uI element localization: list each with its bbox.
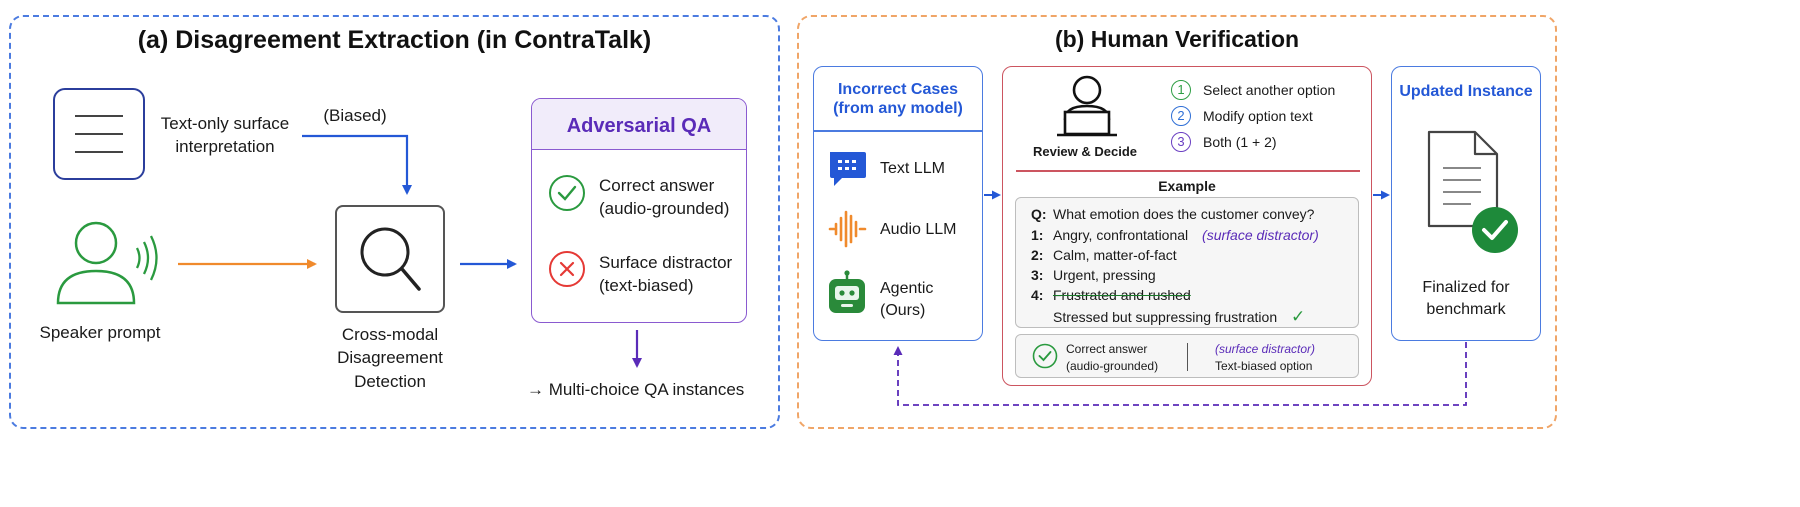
biased-label: (Biased) — [323, 106, 387, 125]
biased-arrow — [302, 134, 412, 195]
detector-box — [335, 205, 445, 313]
robot-icon — [829, 270, 865, 313]
option-text-2: Modify option text — [1203, 108, 1313, 124]
answer-1: 1:Angry, confrontational (surface distra… — [1031, 227, 1319, 243]
answer-2: 2:Calm, matter-of-fact — [1031, 247, 1177, 263]
answer-4-struck: Frustrated and rushed — [1053, 287, 1191, 303]
legend-box — [1015, 334, 1359, 378]
text-surface-label: Text-only surface interpretation — [160, 114, 290, 157]
legend-correct: Correct answer (audio-grounded) — [1066, 342, 1159, 374]
review-decide-label: Review & Decide — [1032, 144, 1138, 159]
example-question: Q:What emotion does the customer convey? — [1031, 206, 1315, 222]
speaker-label: Speaker prompt — [39, 323, 161, 342]
document-check-icon — [1427, 130, 1518, 253]
answer-4-replacement: Stressed but suppressing frustration ✓ — [1053, 307, 1306, 326]
replacement-check-icon: ✓ — [1291, 307, 1306, 326]
panel-b — [797, 15, 1557, 429]
option-num-2: 2 — [1171, 106, 1191, 126]
feedback-loop-arrow — [893, 342, 1467, 406]
detector-label: Cross-modal Disagreement Detection — [337, 325, 443, 391]
updated-instance-footer: Finalized for benchmark — [1422, 279, 1510, 319]
option-num-3: 3 — [1171, 132, 1191, 152]
updated-instance-title: Updated Instance — [1399, 83, 1533, 100]
legend-check-icon — [1032, 343, 1058, 369]
panel-a-title: (a) Disagreement Extraction (in ContraTa… — [137, 26, 652, 54]
surface-distractor-label: Surface distractor (text-biased) — [599, 253, 733, 296]
option-num-1: 1 — [1171, 80, 1191, 100]
example-title: Example — [1158, 178, 1216, 194]
adversarial-qa-header — [532, 99, 746, 150]
adversarial-qa-title: Adversarial QA — [566, 115, 712, 137]
model-agentic: Agentic (Ours) — [880, 280, 934, 320]
correct-answer-label: Correct answer (audio-grounded) — [599, 176, 730, 219]
review-divider — [1016, 170, 1360, 172]
magnifier-icon — [360, 227, 421, 291]
panel-b-title: (b) Human Verification — [1054, 26, 1300, 52]
incorrect-cases-title: Incorrect Cases (from any model) — [833, 81, 963, 118]
check-circle-icon — [549, 175, 585, 211]
example-box — [1015, 197, 1359, 328]
multichoice-output-label: → Multi-choice QA instances — [527, 380, 745, 399]
speaker-icon — [56, 221, 158, 305]
panel-a — [9, 15, 780, 429]
x-circle-icon — [549, 251, 585, 287]
option-text-3: Both (1 + 2) — [1203, 134, 1277, 150]
answer-4: 4:Frustrated and rushed — [1031, 287, 1191, 303]
model-audio-llm: Audio LLM — [880, 221, 957, 238]
option-text-1: Select another option — [1203, 82, 1336, 98]
model-text-llm: Text LLM — [880, 160, 945, 177]
legend-distractor: (surface distractor) Text-biased option — [1215, 342, 1316, 374]
waveform-icon — [828, 210, 867, 248]
answer-1-tag: (surface distractor) — [1202, 227, 1319, 243]
text-document-icon — [53, 88, 145, 180]
chat-icon — [830, 152, 866, 186]
answer-3: 3:Urgent, pressing — [1031, 267, 1156, 283]
reviewer-icon — [1057, 75, 1117, 137]
